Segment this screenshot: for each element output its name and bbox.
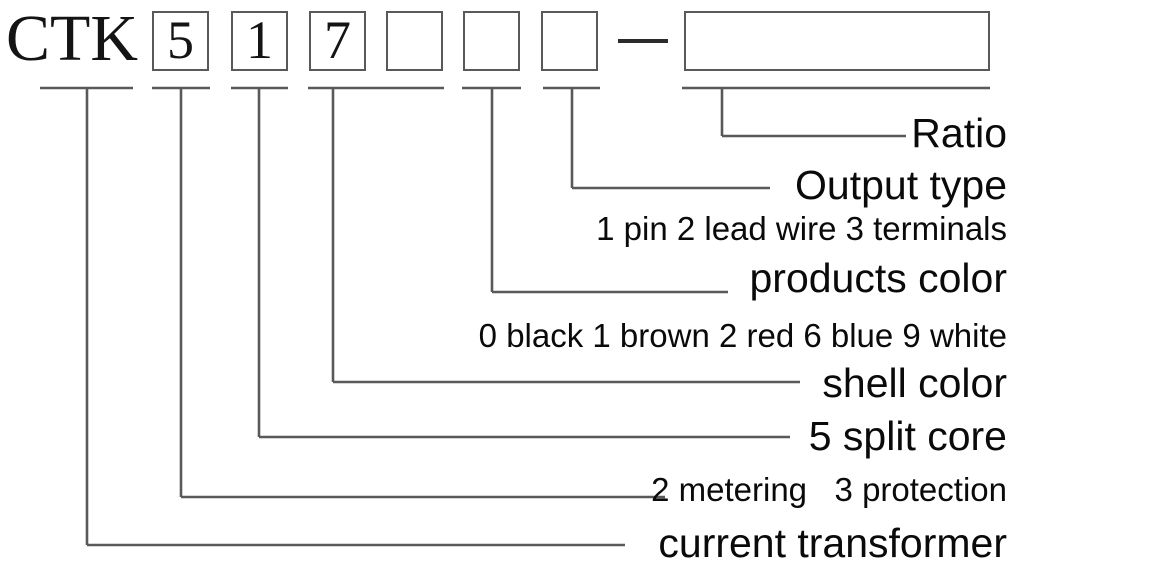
part-number-row: CTK 5 1 7 xyxy=(0,0,1149,90)
callout-sublabel-products-color: 0 black 1 brown 2 red 6 blue 9 white xyxy=(478,317,1007,354)
callout-label-split-core: 5 split core xyxy=(808,413,1007,459)
callout-label-ratio: Ratio xyxy=(911,110,1007,156)
blank-box-5 xyxy=(463,11,520,71)
output-type-box xyxy=(541,11,598,71)
callout-label-current-transformer: current transformer xyxy=(658,520,1007,566)
callout-label-metering-protection: 2 metering 3 protection xyxy=(651,471,1007,508)
ratio-box xyxy=(684,11,990,71)
callout-sublabel-output-type: 1 pin 2 lead wire 3 terminals xyxy=(596,210,1007,247)
shell-color-box-value: 7 xyxy=(324,10,351,70)
callout-label-shell-color: shell color xyxy=(822,360,1007,406)
dash-separator-icon xyxy=(618,39,668,43)
series-box: 5 xyxy=(152,10,209,71)
prefix-label: CTK xyxy=(6,2,138,75)
products-color-box xyxy=(386,11,443,71)
accuracy-box-value: 1 xyxy=(246,10,273,70)
callout-label-output-type: Output type xyxy=(795,162,1007,208)
callout-label-products-color: products color xyxy=(749,255,1007,301)
shell-color-box: 7 xyxy=(309,10,366,71)
accuracy-box: 1 xyxy=(231,10,288,71)
series-box-value: 5 xyxy=(167,10,194,70)
